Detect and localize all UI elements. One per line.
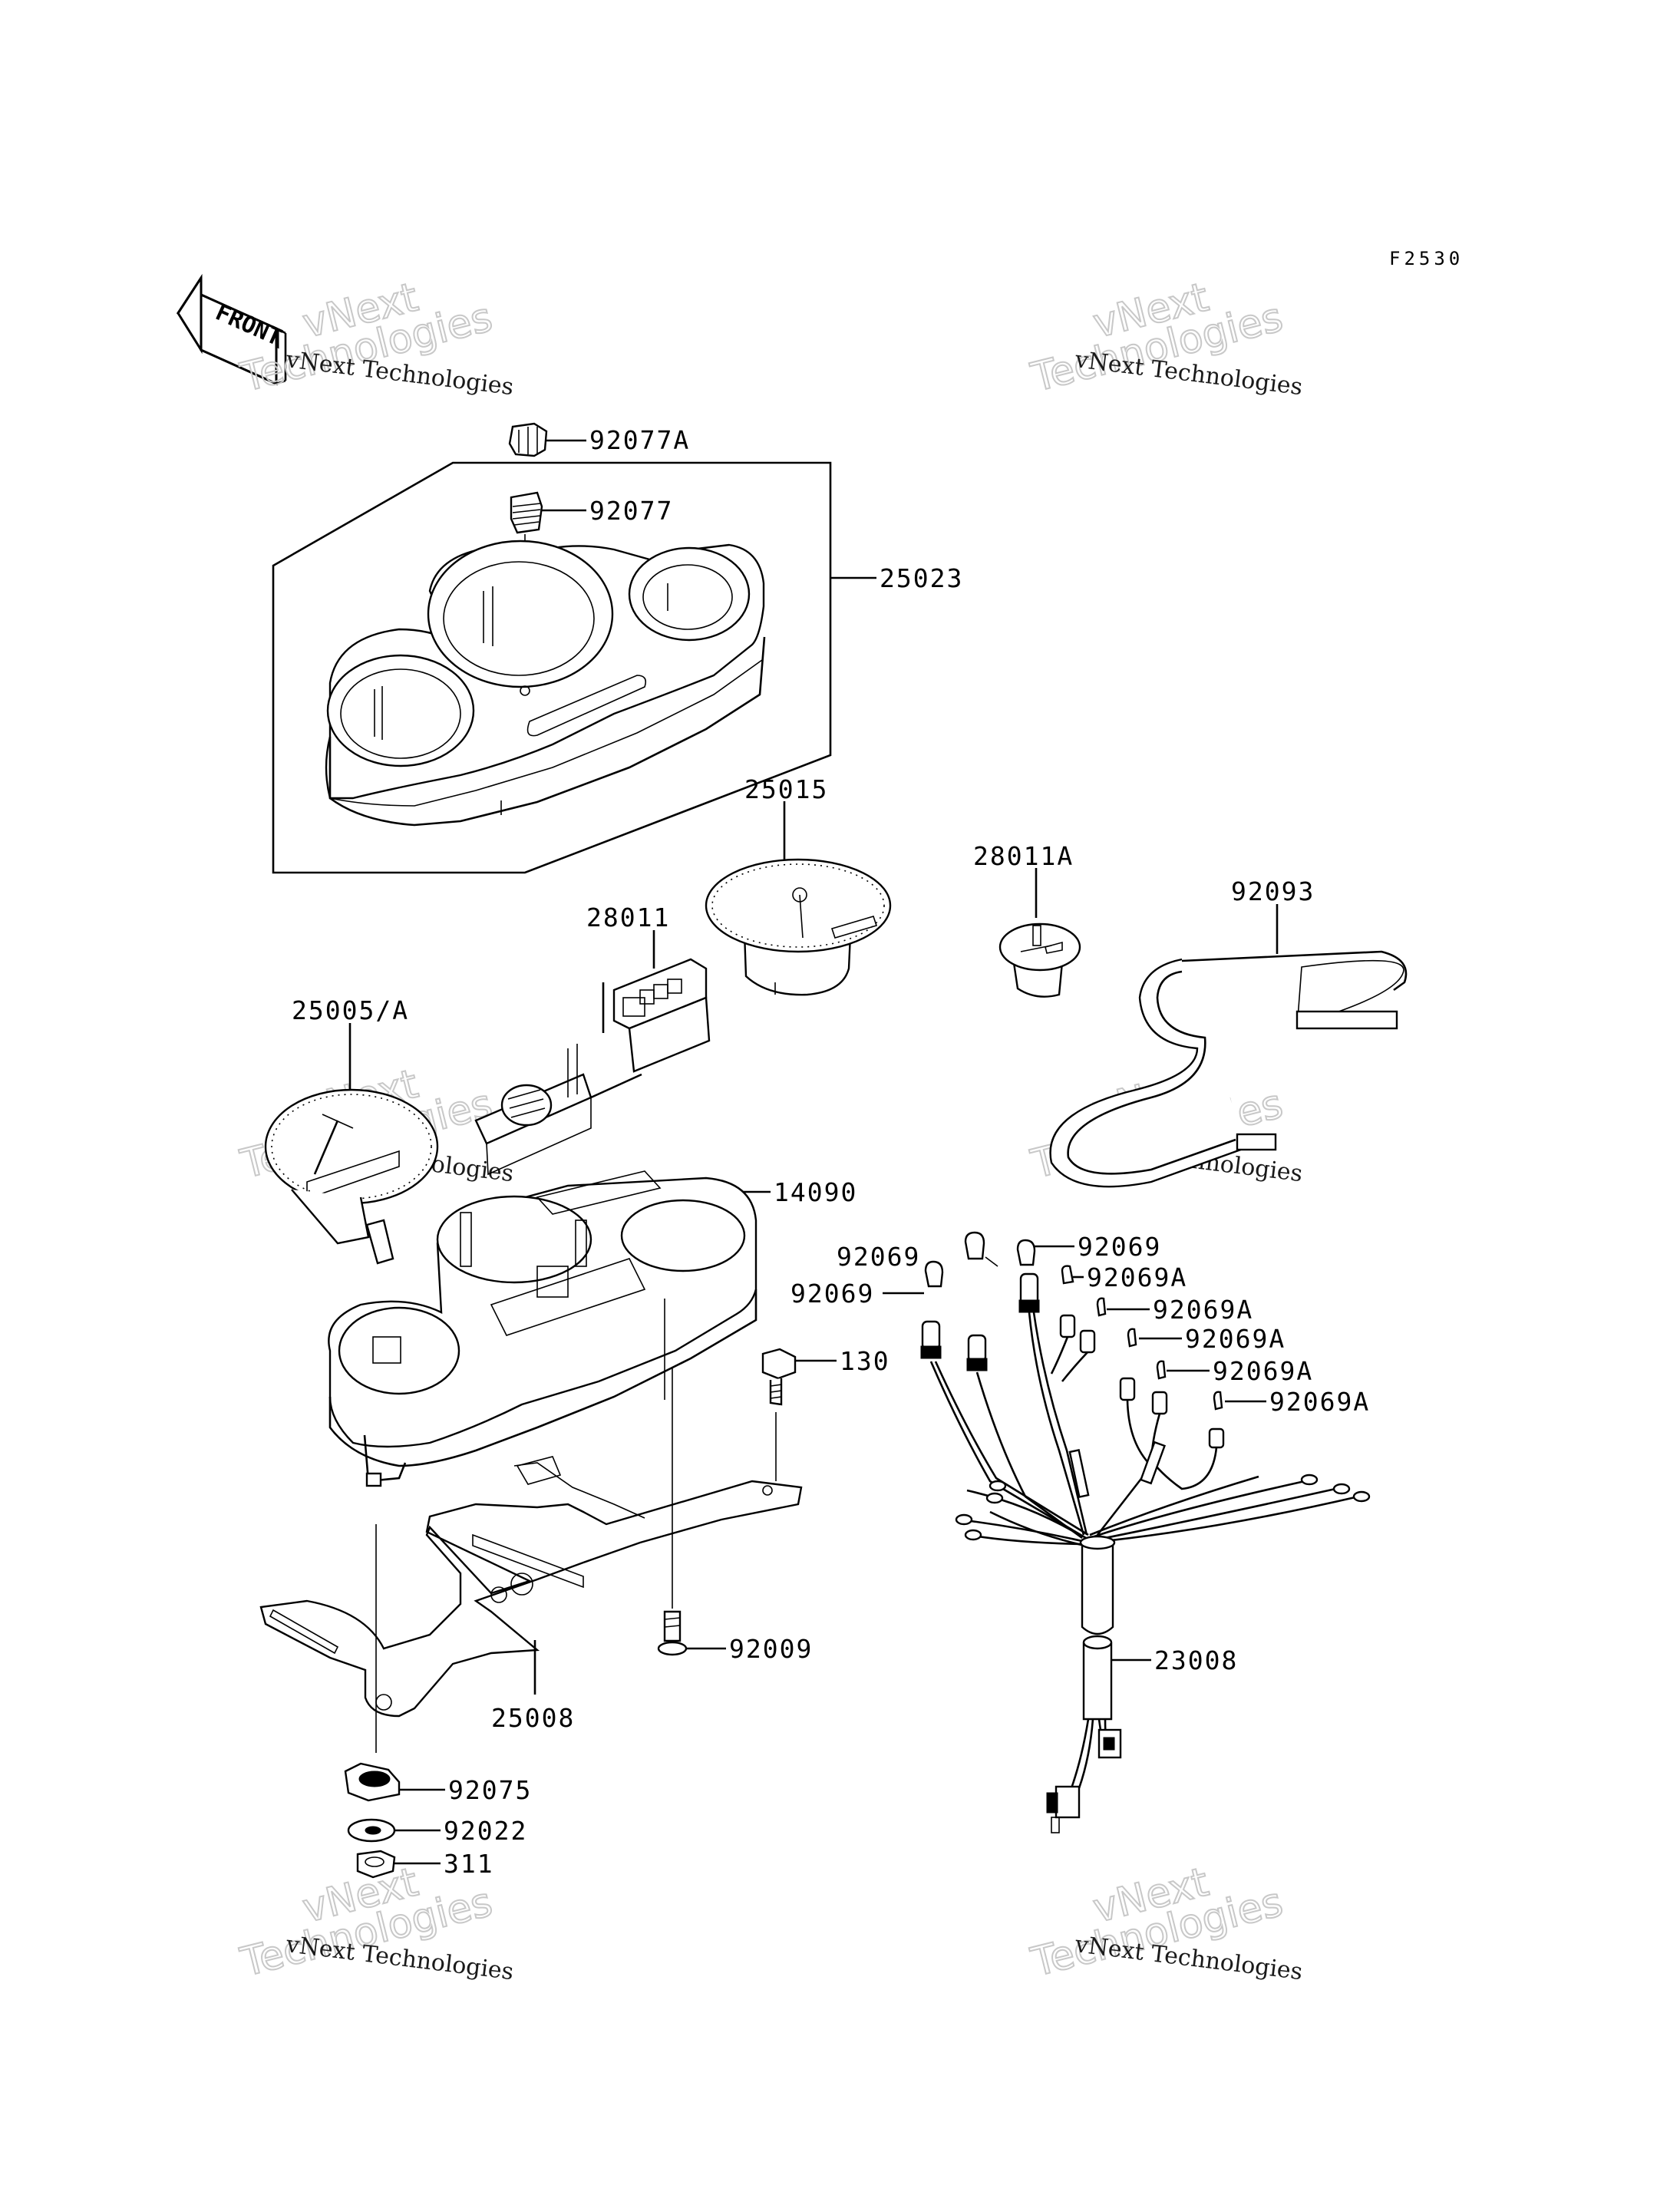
screw-92009 xyxy=(657,1368,726,1656)
bolt-130 xyxy=(761,1348,837,1481)
cap-nut-92077a xyxy=(508,422,586,457)
part-label: 28011 xyxy=(586,903,670,932)
part-label: 92075 xyxy=(448,1775,532,1805)
part-label: 92069A xyxy=(1269,1387,1370,1417)
part-label: 92069A xyxy=(1087,1262,1187,1292)
part-label: 92077 xyxy=(589,496,673,526)
part-label: 23008 xyxy=(1154,1645,1238,1675)
part-label: 130 xyxy=(840,1346,890,1376)
figure-code: F2530 xyxy=(1389,248,1464,269)
part-label: 92069A xyxy=(1185,1324,1286,1354)
grommet-92075 xyxy=(344,1524,445,1802)
part-label: 14090 xyxy=(774,1177,857,1207)
gauge-28011a xyxy=(998,868,1081,998)
speedometer-25005a xyxy=(264,1023,439,1265)
part-label: 92093 xyxy=(1231,876,1315,906)
part-labels: 92077A 92077 25023 25015 28011A 92093 28… xyxy=(292,425,1370,1879)
nut-311 xyxy=(356,1850,441,1879)
part-label: 92022 xyxy=(444,1816,527,1846)
part-label: 92069 xyxy=(837,1242,920,1272)
circuit-board-28011 xyxy=(474,930,711,1176)
part-label: 311 xyxy=(444,1849,494,1879)
bracket-25008 xyxy=(259,1456,803,1718)
part-label: 92069A xyxy=(1153,1295,1253,1325)
wiring-harness-23008 xyxy=(920,1272,1371,1833)
part-label: 28011A xyxy=(973,841,1074,871)
watermark-top-right: vNext Technologies vNext Technologies xyxy=(1026,274,1304,402)
gasket-92093 xyxy=(1049,904,1408,1188)
part-label: 25015 xyxy=(744,774,828,804)
part-label: 25005/A xyxy=(292,995,409,1025)
part-label: 92077A xyxy=(589,425,690,455)
watermark-bottom-right: vNext Technologies vNext Technologies xyxy=(1026,1859,1304,1987)
part-label: 25008 xyxy=(491,1703,575,1733)
bulbs-92069a xyxy=(1061,1265,1266,1411)
part-label: 92069 xyxy=(790,1279,874,1309)
bulbs-92069 xyxy=(883,1231,1074,1295)
part-label: 92009 xyxy=(729,1634,813,1664)
tachometer-25015 xyxy=(705,801,892,996)
meter-case-14090 xyxy=(328,1170,771,1487)
washer-92022 xyxy=(347,1818,441,1843)
part-label: 92069 xyxy=(1078,1232,1161,1262)
part-label: 92069A xyxy=(1213,1356,1313,1386)
meter-cover-25023 xyxy=(272,461,876,874)
part-label: 25023 xyxy=(880,563,963,593)
